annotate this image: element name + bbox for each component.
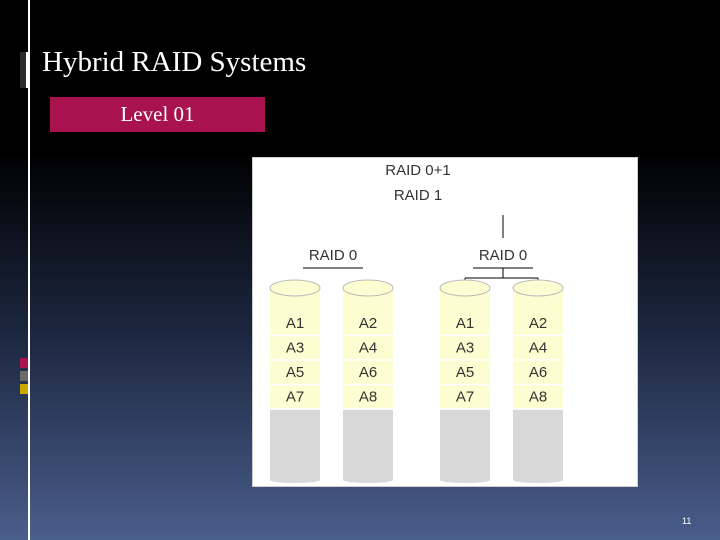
- disk-fill: [343, 288, 393, 409]
- raid0-label: RAID 0: [309, 247, 357, 264]
- disk-block-label: A1: [456, 315, 474, 332]
- disk-block-label: A6: [529, 364, 547, 381]
- title-accent-bar-inner: [20, 52, 26, 88]
- disk-block-label: A7: [456, 389, 474, 406]
- disk-bottom: [270, 477, 320, 483]
- slide-title: Hybrid RAID Systems: [42, 46, 307, 78]
- disk-fill: [513, 288, 563, 409]
- disk-top: [342, 279, 394, 297]
- disk-block-label: A4: [529, 340, 547, 357]
- disk-block-label: A3: [286, 340, 304, 357]
- disk-block-label: A2: [359, 315, 377, 332]
- left-border-line: [28, 0, 30, 540]
- disk-top: [439, 279, 491, 297]
- raid1-label: RAID 1: [394, 187, 442, 204]
- deco-square-gold: [20, 384, 28, 394]
- disk-block-label: A5: [286, 364, 304, 381]
- disk-block-label: A5: [456, 364, 474, 381]
- subtitle-box: Level 01: [50, 97, 265, 132]
- disk-bottom: [513, 477, 563, 483]
- disk-block-label: A7: [286, 389, 304, 406]
- disk-bottom: [440, 477, 490, 483]
- raid0-label: RAID 0: [479, 247, 527, 264]
- disk-fill: [440, 288, 490, 409]
- disk-block-label: A1: [286, 315, 304, 332]
- disk-block-label: A3: [456, 340, 474, 357]
- deco-square-red: [20, 358, 28, 368]
- disk-fill: [270, 288, 320, 409]
- subtitle-text: Level 01: [120, 102, 195, 126]
- disk-block-label: A6: [359, 364, 377, 381]
- slide-number: 11: [682, 516, 692, 526]
- disk-block-label: A4: [359, 340, 377, 357]
- raid01-label: RAID 0+1: [385, 162, 450, 179]
- disk-top: [269, 279, 321, 297]
- disk-block-label: A8: [529, 389, 547, 406]
- disk-top: [512, 279, 564, 297]
- disk-block-label: A8: [359, 389, 377, 406]
- disk-bottom: [343, 477, 393, 483]
- disk-block-label: A2: [529, 315, 547, 332]
- deco-square-gray: [20, 371, 28, 381]
